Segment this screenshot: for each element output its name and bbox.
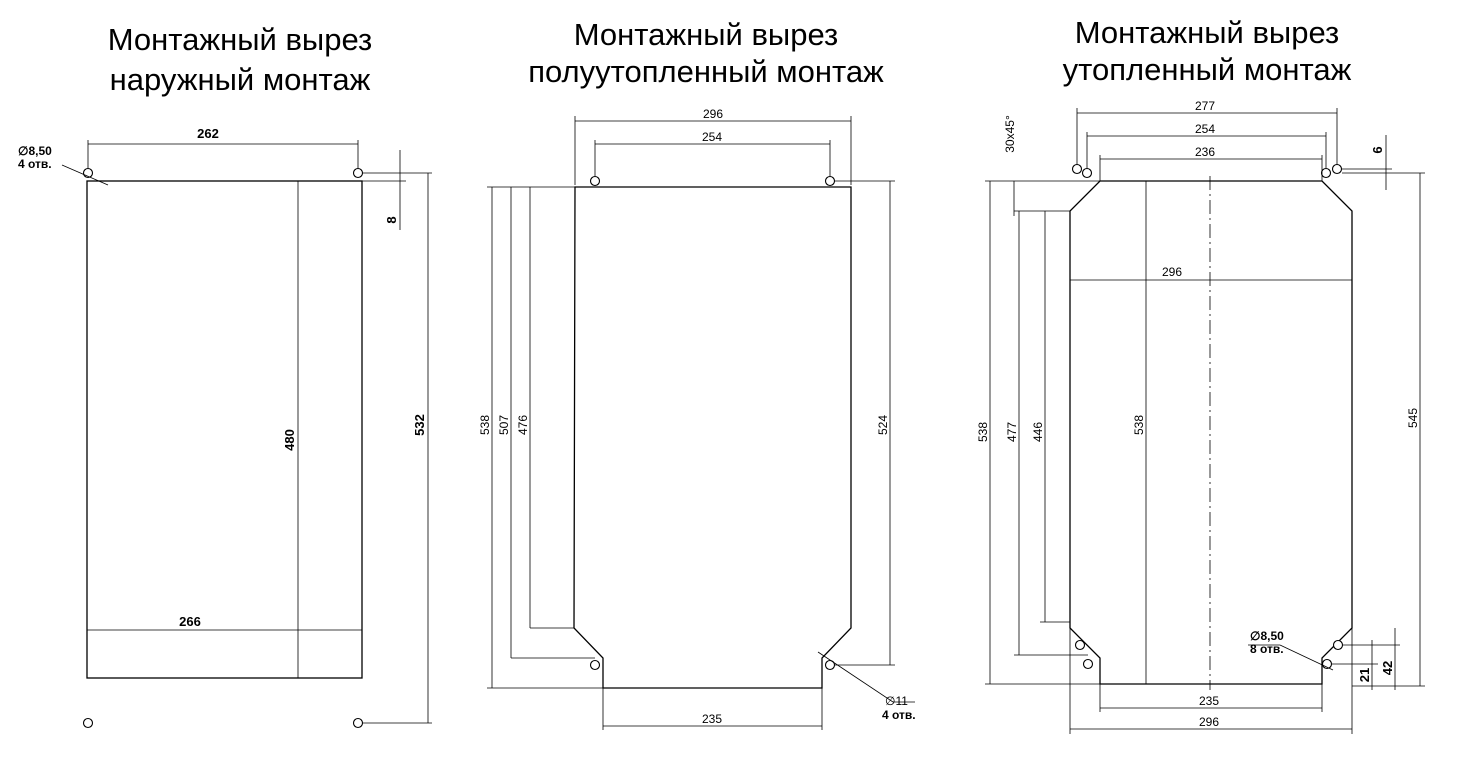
- panel2-cutout-outline: [573, 186, 852, 689]
- panel2-hole-br: [824, 659, 836, 671]
- panel3-dim-277: 277: [1195, 99, 1215, 113]
- panel1-title-line2: наружный монтаж: [110, 62, 371, 97]
- panel3-dim-538-center: 538: [1132, 415, 1146, 435]
- panel3-title-line2: утопленный монтаж: [1063, 52, 1352, 87]
- panel3-dim-6: 6: [1370, 146, 1385, 153]
- panel2-hole-tr: [824, 175, 836, 187]
- panel2-hole-diameter: ∅11: [885, 694, 908, 708]
- panel2-hole-count: 4 отв.: [882, 708, 916, 722]
- panel3-hole-leader: [1279, 644, 1334, 671]
- panel2-title-line1: Монтажный вырез: [574, 17, 838, 52]
- panel1-dim-8: 8: [384, 216, 399, 223]
- panel3-hole-2: [1081, 167, 1093, 179]
- panel1-dim-262: 262: [197, 126, 219, 141]
- panel1-dim-266: 266: [179, 614, 201, 629]
- panel3-chamfer-label: 30x45°: [1003, 115, 1017, 153]
- panel3-hole-4: [1331, 163, 1343, 175]
- panel3-dim-538-left: 538: [976, 422, 990, 442]
- panel1-hole-leader: [61, 164, 109, 186]
- panel2-dim-476: 476: [516, 415, 530, 435]
- panel3-hole-5: [1074, 639, 1086, 651]
- panel1-cutout-outline: [86, 180, 363, 679]
- panel3-cutout-outline: [1069, 180, 1353, 685]
- panel3-dim-21: 21: [1357, 668, 1372, 682]
- panel3-dim-446: 446: [1031, 422, 1045, 442]
- panel1-dim-532: 532: [412, 414, 427, 436]
- panel1-hole-count: 4 отв.: [18, 157, 52, 171]
- panel-flush-mount: Монтажный вырез утопленный монтаж 277 25…: [976, 15, 1425, 734]
- panel3-hole-3: [1320, 167, 1332, 179]
- panel3-dim-296-inner: 296: [1162, 265, 1182, 279]
- panel2-dim-538: 538: [478, 415, 492, 435]
- panel-semi-flush-mount: Монтажный вырез полуутопленный монтаж 29…: [478, 17, 916, 730]
- panel2-dim-235: 235: [702, 712, 722, 726]
- panel2-dim-254: 254: [702, 130, 722, 144]
- panel3-hole-8: [1332, 639, 1344, 651]
- panel1-hole-tr: [352, 167, 364, 179]
- panel1-hole-bl: [82, 717, 94, 729]
- panel-surface-mount: Монтажный вырез наружный монтаж 262 266 …: [18, 22, 432, 729]
- panel1-hole-br: [352, 717, 364, 729]
- panel2-dim-524: 524: [876, 415, 890, 435]
- panel3-title-line1: Монтажный вырез: [1075, 15, 1339, 50]
- panel3-hole-diameter: ∅8,50: [1250, 629, 1284, 643]
- panel3-dim-545: 545: [1406, 408, 1420, 428]
- panel3-hole-1: [1071, 163, 1083, 175]
- panel2-hole-bl: [589, 659, 601, 671]
- panel3-dim-235: 235: [1199, 694, 1219, 708]
- panel1-hole-diameter: ∅8,50: [18, 144, 52, 158]
- panel2-dim-296: 296: [703, 107, 723, 121]
- panel3-dim-477: 477: [1005, 422, 1019, 442]
- panel3-dim-236: 236: [1195, 145, 1215, 159]
- panel3-dim-296-bottom: 296: [1199, 715, 1219, 729]
- panel3-hole-6: [1082, 658, 1094, 670]
- panel2-dim-507: 507: [497, 415, 511, 435]
- panel2-hole-leader: [817, 651, 894, 703]
- panel2-hole-tl: [589, 175, 601, 187]
- panel3-dim-42: 42: [1380, 661, 1395, 675]
- panel1-title-line1: Монтажный вырез: [108, 22, 372, 57]
- panel3-hole-count: 8 отв.: [1250, 642, 1284, 656]
- panel3-dim-254: 254: [1195, 122, 1215, 136]
- panel1-dim-480: 480: [282, 429, 297, 451]
- panel2-title-line2: полуутопленный монтаж: [528, 54, 884, 89]
